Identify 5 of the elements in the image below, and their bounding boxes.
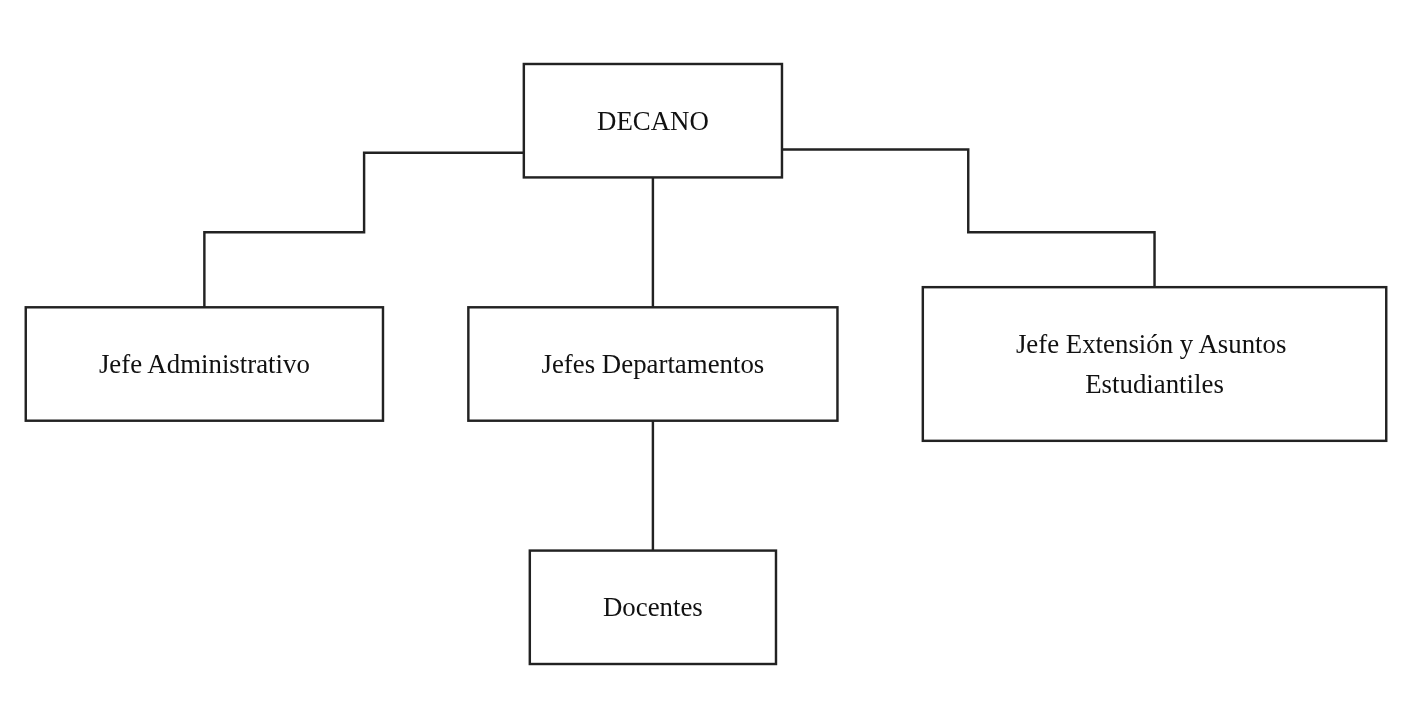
- node-box: Jefe Administrativo: [24, 306, 384, 422]
- node-box: Docentes: [528, 549, 777, 666]
- node-box: DECANO: [522, 62, 783, 179]
- node-box: Jefes Departamentos: [466, 306, 839, 422]
- node-box: Jefe Extensión y Asuntos Estudiantiles: [921, 285, 1387, 443]
